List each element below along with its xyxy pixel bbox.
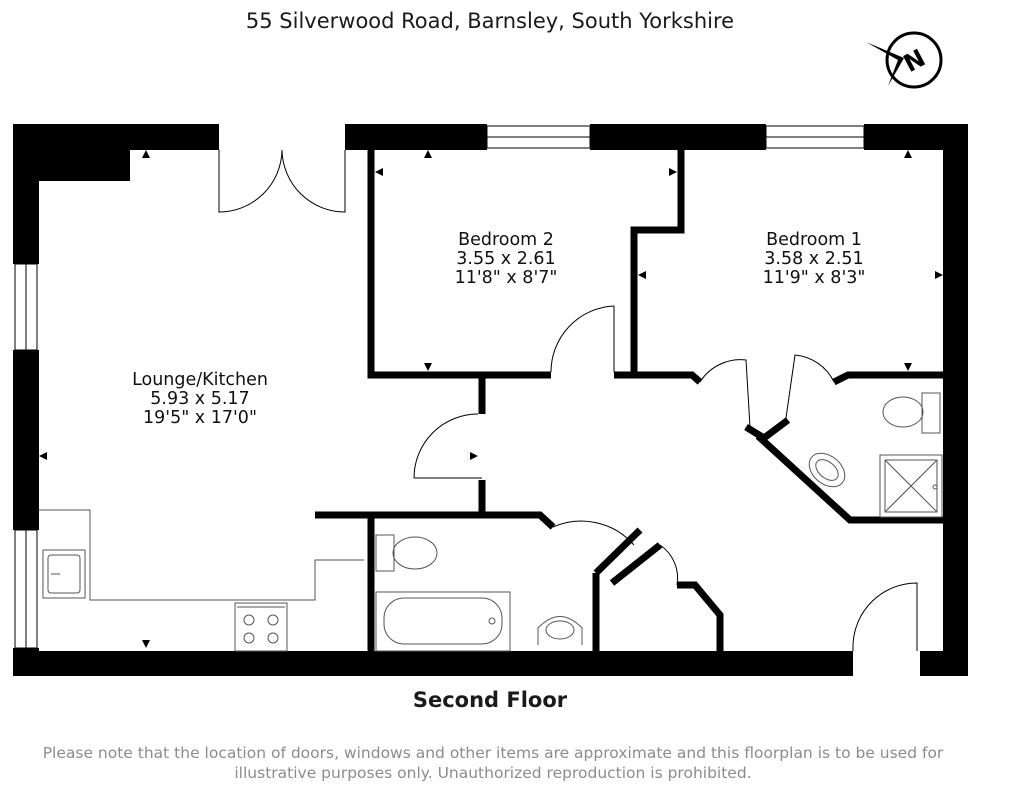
room-label-bedroom-1: Bedroom 1 3.58 x 2.51 11'9" x 8'3" xyxy=(734,231,894,288)
room-label-bedroom-2: Bedroom 2 3.55 x 2.61 11'8" x 8'7" xyxy=(426,231,586,288)
bathtub-icon xyxy=(375,591,511,652)
room-imperial: 11'8" x 8'7" xyxy=(454,268,558,288)
room-name: Bedroom 1 xyxy=(766,230,862,250)
ensuite-basin-icon xyxy=(808,452,846,488)
windows xyxy=(14,125,865,649)
ensuite-toilet-icon xyxy=(882,392,941,434)
kitchen-counter xyxy=(39,509,364,601)
room-imperial: 11'9" x 8'3" xyxy=(762,268,866,288)
room-metric: 3.58 x 2.51 xyxy=(764,249,864,269)
doors xyxy=(218,149,918,651)
disclaimer: Please note that the location of doors, … xyxy=(0,743,986,783)
basin-icon xyxy=(537,616,583,645)
north-compass-icon: N xyxy=(866,31,943,89)
disclaimer-line-2: illustrative purposes only. Unauthorized… xyxy=(234,764,752,782)
disclaimer-line-1: Please note that the location of doors, … xyxy=(42,744,944,762)
floor-label: Second Floor xyxy=(412,688,568,712)
room-label-lounge-kitchen: Lounge/Kitchen 5.93 x 5.17 19'5" x 17'0" xyxy=(110,371,290,428)
exterior-walls xyxy=(13,124,968,676)
kitchen-sink-icon xyxy=(42,549,86,599)
compass-letter: N xyxy=(899,44,930,78)
room-imperial: 19'5" x 17'0" xyxy=(142,408,257,428)
room-name: Lounge/Kitchen xyxy=(132,370,268,390)
toilet-icon xyxy=(375,534,438,572)
interior-walls xyxy=(315,150,943,651)
room-name: Bedroom 2 xyxy=(458,230,554,250)
plan-title: 55 Silverwood Road, Barnsley, South York… xyxy=(245,9,735,33)
room-metric: 3.55 x 2.61 xyxy=(456,249,556,269)
hob-icon xyxy=(234,602,288,652)
shower-icon xyxy=(879,454,943,518)
dimension-arrows xyxy=(39,150,943,648)
room-metric: 5.93 x 5.17 xyxy=(150,389,250,409)
